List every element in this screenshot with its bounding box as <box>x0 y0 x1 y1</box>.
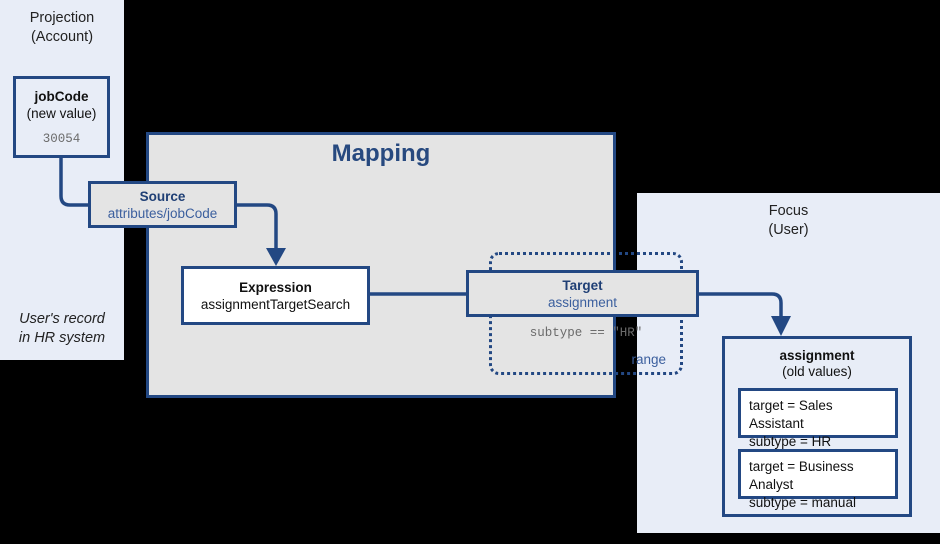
projection-panel-title-line1: Projection <box>29 10 95 26</box>
node-jobcode[interactable]: jobCode (new value) 30054 <box>13 76 110 158</box>
assignment-item-1-line2: subtype = manual <box>749 495 856 510</box>
node-jobcode-value: 30054 <box>42 132 81 146</box>
node-assignment-old-title: assignment <box>779 348 855 363</box>
assignment-item-0-line2: subtype = HR <box>749 434 832 449</box>
assignment-item-1-line1: target = Business Analyst <box>749 459 854 492</box>
focus-panel-title-line2: (User) <box>768 222 809 238</box>
mapping-panel <box>146 132 616 398</box>
node-assignment-old-subtitle: (old values) <box>782 364 852 379</box>
range-expression-text: subtype == "HR" <box>529 326 643 340</box>
projection-panel-title-line2: (Account) <box>30 29 94 45</box>
assignment-item-0-line1: target = Sales Assistant <box>749 398 833 431</box>
assignment-item-1[interactable]: target = Business Analyst subtype = manu… <box>738 449 898 510</box>
mapping-panel-title: Mapping <box>331 140 431 167</box>
projection-panel-footer-line1: User's record <box>19 311 105 327</box>
assignment-item-0[interactable]: target = Sales Assistant subtype = HR <box>738 388 898 449</box>
node-expression-subtitle: assignmentTargetSearch <box>200 296 351 312</box>
node-source-subtitle: attributes/jobCode <box>107 205 218 221</box>
node-target-title: Target <box>562 277 603 293</box>
projection-panel-footer-line2: in HR system <box>18 330 106 346</box>
node-target[interactable]: Target assignment <box>466 270 699 317</box>
node-jobcode-subtitle: (new value) <box>26 106 97 121</box>
node-assignment-old[interactable]: assignment (old values) target = Sales A… <box>722 336 912 517</box>
node-source[interactable]: Source attributes/jobCode <box>88 181 237 228</box>
focus-panel-title-line1: Focus <box>768 203 809 219</box>
range-label: range <box>631 352 666 367</box>
node-expression[interactable]: Expression assignmentTargetSearch <box>181 266 370 325</box>
projection-panel: Projection (Account) User's record in HR… <box>0 0 124 360</box>
node-expression-title: Expression <box>239 279 312 295</box>
node-target-subtitle: assignment <box>547 294 618 310</box>
node-source-title: Source <box>139 188 186 204</box>
node-jobcode-title: jobCode <box>34 89 89 104</box>
